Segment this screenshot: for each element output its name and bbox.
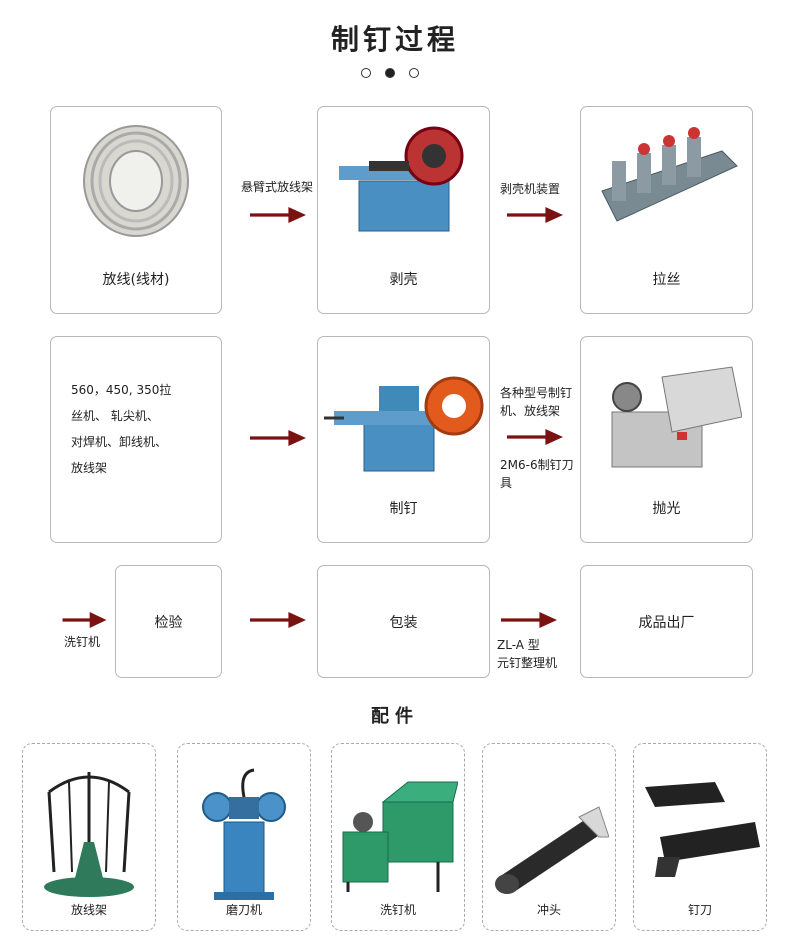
arrow-note: 洗钉机	[64, 635, 101, 649]
carousel-dot-2[interactable]	[385, 68, 395, 78]
nail-washer-image	[342, 781, 458, 892]
polishing-machine-image	[611, 366, 742, 468]
punch-image	[495, 806, 609, 894]
step-label: 抛光	[652, 501, 681, 517]
step-inspection: 检验	[115, 565, 222, 678]
arrow-right-icon	[250, 207, 306, 223]
accessory-card[interactable]: 洗钉机	[331, 743, 465, 931]
payoff-stand-image	[44, 772, 134, 897]
step-label: 制钉	[389, 501, 418, 517]
arrow-note: 剥壳机装置	[500, 182, 561, 196]
carousel-dot-1[interactable]	[361, 68, 371, 78]
nail-making-machine-image	[323, 376, 483, 472]
arrow-note: 2M6-6制钉刀 具	[500, 458, 574, 490]
arrow-note: ZL-A 型 元钉整理机	[497, 638, 558, 670]
step-shelling: 剥壳	[317, 106, 490, 314]
page-title: 制钉过程	[330, 23, 459, 56]
step-finished-product: 成品出厂	[580, 565, 753, 678]
step-label: 包装	[389, 614, 418, 631]
step-label: 检验	[154, 614, 183, 631]
accessory-label: 钉刀	[687, 903, 712, 917]
wire-coil-image	[83, 125, 189, 237]
accessory-label: 放线架	[70, 903, 107, 917]
shelling-machine-image	[338, 126, 463, 232]
accessories-title: 配件	[371, 706, 419, 727]
arrow-right-icon	[250, 612, 306, 628]
equipment-line: 560，450, 350拉	[71, 383, 172, 397]
accessory-card[interactable]: 钉刀	[633, 743, 767, 931]
accessory-label: 洗钉机	[379, 903, 416, 917]
arrow-note: 悬臂式放线架	[241, 180, 314, 194]
arrow-right-icon	[250, 430, 306, 446]
carousel-dot-3[interactable]	[409, 68, 419, 78]
arrow-right-icon	[507, 429, 563, 445]
drawing-machine-image	[600, 127, 738, 222]
equipment-line: 放线架	[71, 461, 108, 475]
arrow-right-icon	[501, 612, 557, 628]
grinder-image	[202, 768, 286, 900]
accessory-label: 冲头	[536, 903, 561, 917]
arrow-right-icon	[62, 612, 107, 628]
accessory-card[interactable]: 冲头	[482, 743, 616, 931]
step-equipment-list: 560，450, 350拉 丝机、 轧尖机、 对焊机、卸线机、 放线架	[50, 336, 222, 543]
accessory-card[interactable]: 磨刀机	[177, 743, 311, 931]
nail-cutter-image	[645, 782, 760, 877]
step-drawing: 拉丝	[580, 106, 753, 314]
step-packaging: 包装	[317, 565, 490, 678]
step-label: 放线(线材)	[102, 272, 170, 288]
equipment-line: 丝机、 轧尖机、	[71, 409, 159, 423]
accessory-label: 磨刀机	[225, 903, 262, 917]
arrow-right-icon	[507, 207, 563, 223]
equipment-line: 对焊机、卸线机、	[71, 435, 168, 449]
step-nail-making: 制钉	[317, 336, 490, 543]
step-polishing: 抛光	[580, 336, 753, 543]
step-label: 成品出厂	[638, 614, 695, 631]
arrow-note: 各种型号制钉 机、放线架	[500, 386, 573, 418]
step-label: 剥壳	[389, 272, 418, 288]
carousel-dots	[361, 68, 433, 82]
step-label: 拉丝	[652, 272, 681, 288]
equipment-list-text: 560，450, 350拉 丝机、 轧尖机、 对焊机、卸线机、 放线架	[71, 377, 201, 481]
step-wire-payoff: 放线(线材)	[50, 106, 222, 314]
accessory-card[interactable]: 放线架	[22, 743, 156, 931]
